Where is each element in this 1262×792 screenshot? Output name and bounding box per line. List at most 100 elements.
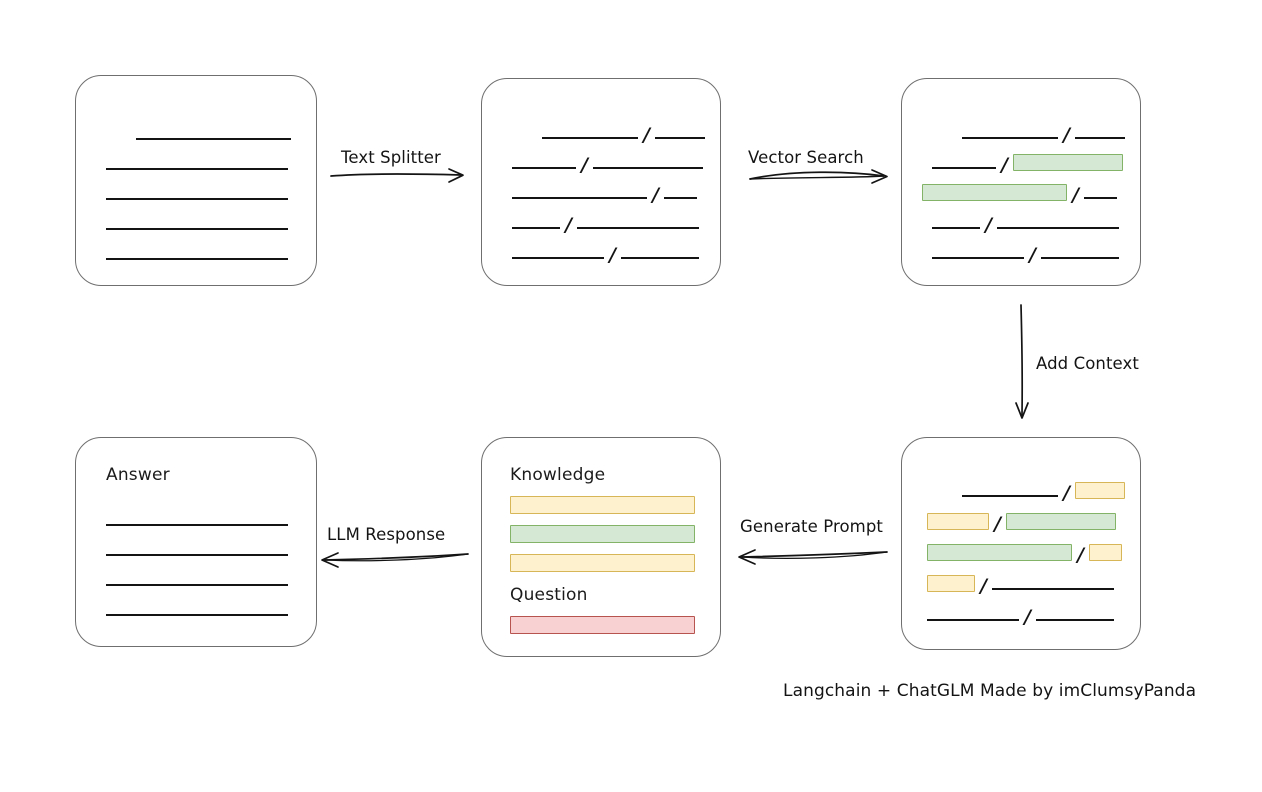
- text-line-segment: [106, 198, 288, 200]
- context-chunks-card[interactable]: / / / / /: [901, 437, 1141, 650]
- text-line-segment: [106, 258, 288, 260]
- document-line: /: [512, 153, 703, 176]
- chunk-separator-slash: /: [1029, 244, 1036, 266]
- chunk-separator-slash: /: [1024, 606, 1031, 628]
- answer-label: Answer: [106, 465, 170, 485]
- source-document-card[interactable]: [75, 75, 317, 286]
- text-line-segment: [996, 227, 1119, 229]
- text-line-segment: [654, 137, 705, 139]
- prompt-card[interactable]: Knowledge Question: [481, 437, 721, 657]
- text-line-segment: [1083, 197, 1117, 199]
- text-line-segment: [512, 257, 604, 259]
- text-line-segment: [136, 138, 291, 140]
- text-line-segment: [106, 554, 288, 556]
- knowledge-label: Knowledge: [510, 465, 606, 485]
- chunk-separator-slash: /: [581, 154, 588, 176]
- arrow-label-generate-prompt: Generate Prompt: [740, 517, 883, 536]
- document-line: [106, 510, 288, 528]
- chunk-separator-slash: /: [994, 513, 1001, 535]
- document-line: /: [922, 183, 1117, 206]
- chunk-separator-slash: /: [1063, 124, 1070, 146]
- document-line: [106, 154, 288, 172]
- arrow-label-llm-response: LLM Response: [327, 525, 446, 544]
- text-line-segment: [991, 588, 1114, 590]
- prompt-bar-red: [510, 616, 695, 634]
- document-line: /: [962, 123, 1125, 146]
- document-line: /: [512, 243, 699, 266]
- chunk-separator-slash: /: [980, 575, 987, 597]
- document-line: /: [927, 605, 1114, 628]
- text-line-segment: [932, 257, 1024, 259]
- text-line-segment: [106, 168, 288, 170]
- document-line: [136, 124, 291, 142]
- footer-caption: Langchain + ChatGLM Made by imClumsyPand…: [783, 681, 1197, 701]
- document-line: [106, 244, 288, 262]
- text-line-segment: [106, 614, 288, 616]
- prompt-bar-green: [510, 525, 695, 543]
- chunk-separator-slash: /: [1077, 544, 1084, 566]
- highlighted-chunk-green: [922, 184, 1067, 201]
- text-line-segment: [106, 228, 288, 230]
- chunk-separator-slash: /: [652, 184, 659, 206]
- document-line: /: [932, 213, 1119, 236]
- chunk-separator-slash: /: [643, 124, 650, 146]
- document-line: /: [927, 574, 1114, 597]
- highlighted-chunk-green: [1005, 513, 1116, 530]
- split-chunks-card[interactable]: / / / / /: [481, 78, 721, 286]
- text-line-segment: [1035, 619, 1114, 621]
- document-line: /: [932, 243, 1119, 266]
- document-line: /: [927, 543, 1122, 566]
- chunk-separator-slash: /: [985, 214, 992, 236]
- text-line-segment: [592, 167, 703, 169]
- answer-card[interactable]: Answer: [75, 437, 317, 647]
- document-line: /: [927, 512, 1116, 535]
- text-line-segment: [932, 167, 996, 169]
- highlighted-chunk-yellow: [927, 575, 975, 592]
- document-line: /: [512, 183, 697, 206]
- arrow-text-splitter: [330, 168, 464, 183]
- chunk-separator-slash: /: [609, 244, 616, 266]
- document-line: [106, 540, 288, 558]
- text-line-segment: [576, 227, 699, 229]
- text-line-segment: [1040, 257, 1119, 259]
- text-line-segment: [512, 227, 560, 229]
- text-line-segment: [663, 197, 697, 199]
- document-line: [106, 600, 288, 618]
- chunk-separator-slash: /: [565, 214, 572, 236]
- arrow-add-context: [1015, 304, 1029, 419]
- prompt-bar-yellow: [510, 496, 695, 514]
- highlighted-chunk-yellow: [1088, 544, 1122, 561]
- document-line: [106, 214, 288, 232]
- chunk-separator-slash: /: [1063, 482, 1070, 504]
- text-line-segment: [932, 227, 980, 229]
- question-label: Question: [510, 585, 588, 605]
- chunk-separator-slash: /: [1001, 154, 1008, 176]
- text-line-segment: [542, 137, 638, 139]
- text-line-segment: [512, 167, 576, 169]
- highlighted-chunk-yellow: [927, 513, 989, 530]
- matched-chunks-card[interactable]: / / / / /: [901, 78, 1141, 286]
- text-line-segment: [106, 584, 288, 586]
- document-line: [106, 570, 288, 588]
- document-line: /: [932, 153, 1123, 176]
- text-line-segment: [927, 619, 1019, 621]
- text-line-segment: [620, 257, 699, 259]
- arrow-generate-prompt: [738, 549, 888, 565]
- chunk-separator-slash: /: [1072, 184, 1079, 206]
- document-line: /: [542, 123, 705, 146]
- document-line: /: [962, 481, 1125, 504]
- document-line: /: [512, 213, 699, 236]
- text-line-segment: [962, 495, 1058, 497]
- highlighted-chunk-green: [927, 544, 1072, 561]
- arrow-label-vector-search: Vector Search: [748, 148, 864, 167]
- arrow-llm-response: [321, 552, 469, 568]
- text-line-segment: [512, 197, 647, 199]
- text-line-segment: [106, 524, 288, 526]
- document-line: [106, 184, 288, 202]
- highlighted-chunk-green: [1012, 154, 1123, 171]
- highlighted-chunk-yellow: [1074, 482, 1125, 499]
- arrow-label-text-splitter: Text Splitter: [341, 148, 441, 167]
- arrow-label-add-context: Add Context: [1036, 354, 1139, 373]
- text-line-segment: [962, 137, 1058, 139]
